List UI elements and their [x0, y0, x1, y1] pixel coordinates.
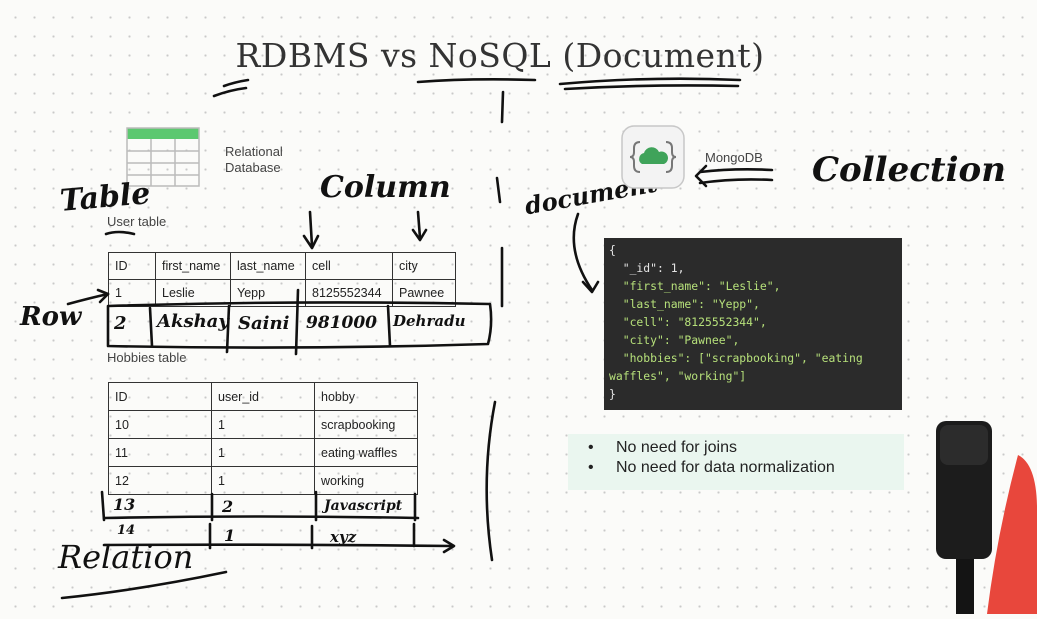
code-line: "hobbies": ["scrapbooking", "eating	[609, 351, 863, 365]
code-line: "_id": 1,	[609, 261, 685, 275]
table-cell: 1	[211, 466, 315, 495]
handwritten-hobby-user-id: 2	[222, 497, 234, 516]
table-cell: Yepp	[230, 279, 306, 307]
annotation-column: Column	[320, 170, 451, 205]
benefits-box: No need for joins No need for data norma…	[568, 434, 904, 490]
table-cell: Pawnee	[392, 279, 456, 307]
mongodb-label: MongoDB	[705, 150, 763, 165]
table-cell: 12	[108, 466, 212, 495]
table-cell: working	[314, 466, 418, 495]
header-cell: last_name	[230, 252, 306, 280]
annotation-table: Table	[58, 176, 152, 219]
table-cell: 1	[211, 410, 315, 439]
table-header-row: ID user_id hobby	[108, 382, 418, 411]
annotation-collection: Collection	[812, 150, 1006, 190]
handwritten-hobby-id: 14	[117, 523, 136, 538]
relational-label: Relational Database	[225, 144, 283, 176]
header-cell: ID	[108, 252, 156, 280]
handwritten-hobby-name: Javascript	[324, 498, 403, 514]
hobbies-table-label: Hobbies table	[107, 350, 187, 365]
list-item: No need for joins	[588, 438, 904, 458]
code-line: "last_name": "Yepp",	[609, 297, 760, 311]
relational-label-line2: Database	[225, 160, 281, 175]
table-cell: eating waffles	[314, 438, 418, 467]
code-line: }	[609, 387, 616, 401]
user-table-label: User table	[107, 214, 167, 229]
code-line: "first_name": "Leslie",	[609, 279, 781, 293]
table-cell: 1	[108, 279, 156, 307]
table-row: 12 1 working	[108, 466, 418, 495]
table-cell: 1	[211, 438, 315, 467]
table-header-row: ID first_name last_name cell city	[108, 252, 456, 280]
code-line: "city": "Pawnee",	[609, 333, 740, 347]
header-cell: hobby	[314, 382, 418, 411]
header-cell: first_name	[155, 252, 231, 280]
code-line: {	[609, 243, 616, 257]
table-icon	[126, 127, 200, 187]
handwritten-row-cell: 981000	[306, 313, 377, 333]
table-cell: Leslie	[155, 279, 231, 307]
page-title: RDBMS vs NoSQL (Document)	[235, 36, 765, 75]
code-line: waffles", "working"]	[609, 369, 747, 383]
annotation-relation: Relation	[58, 538, 194, 576]
list-item: No need for data normalization	[588, 458, 904, 478]
table-cell: 10	[108, 410, 212, 439]
table-row: 11 1 eating waffles	[108, 438, 418, 467]
header-cell: cell	[305, 252, 393, 280]
handwritten-hobby-name: xyz	[330, 528, 357, 546]
handwritten-row-last-name: Saini	[238, 313, 290, 334]
handwritten-hobby-id: 13	[113, 495, 136, 514]
microphone-image	[930, 415, 1037, 614]
benefits-list: No need for joins No need for data norma…	[568, 434, 904, 478]
table-row: 1 Leslie Yepp 8125552344 Pawnee	[108, 279, 456, 307]
handwritten-row-first-name: Akshay	[157, 311, 229, 332]
user-table: ID first_name last_name cell city 1 Lesl…	[108, 252, 456, 307]
relational-label-line1: Relational	[225, 144, 283, 159]
code-line: "cell": "8125552344",	[609, 315, 767, 329]
table-cell: 11	[108, 438, 212, 467]
table-cell: scrapbooking	[314, 410, 418, 439]
mongodb-icon	[620, 124, 686, 190]
handwritten-row-id: 2	[114, 313, 127, 334]
header-cell: ID	[108, 382, 212, 411]
handwritten-hobby-user-id: 1	[224, 526, 236, 545]
table-row: 10 1 scrapbooking	[108, 410, 418, 439]
header-cell: city	[392, 252, 456, 280]
annotation-row: Row	[20, 302, 82, 332]
hobbies-table: ID user_id hobby 10 1 scrapbooking 11 1 …	[108, 382, 418, 495]
handwritten-row-city: Dehradu	[393, 312, 466, 330]
document-code-block: { "_id": 1, "first_name": "Leslie", "las…	[604, 238, 902, 410]
header-cell: user_id	[211, 382, 315, 411]
table-cell: 8125552344	[305, 279, 393, 307]
